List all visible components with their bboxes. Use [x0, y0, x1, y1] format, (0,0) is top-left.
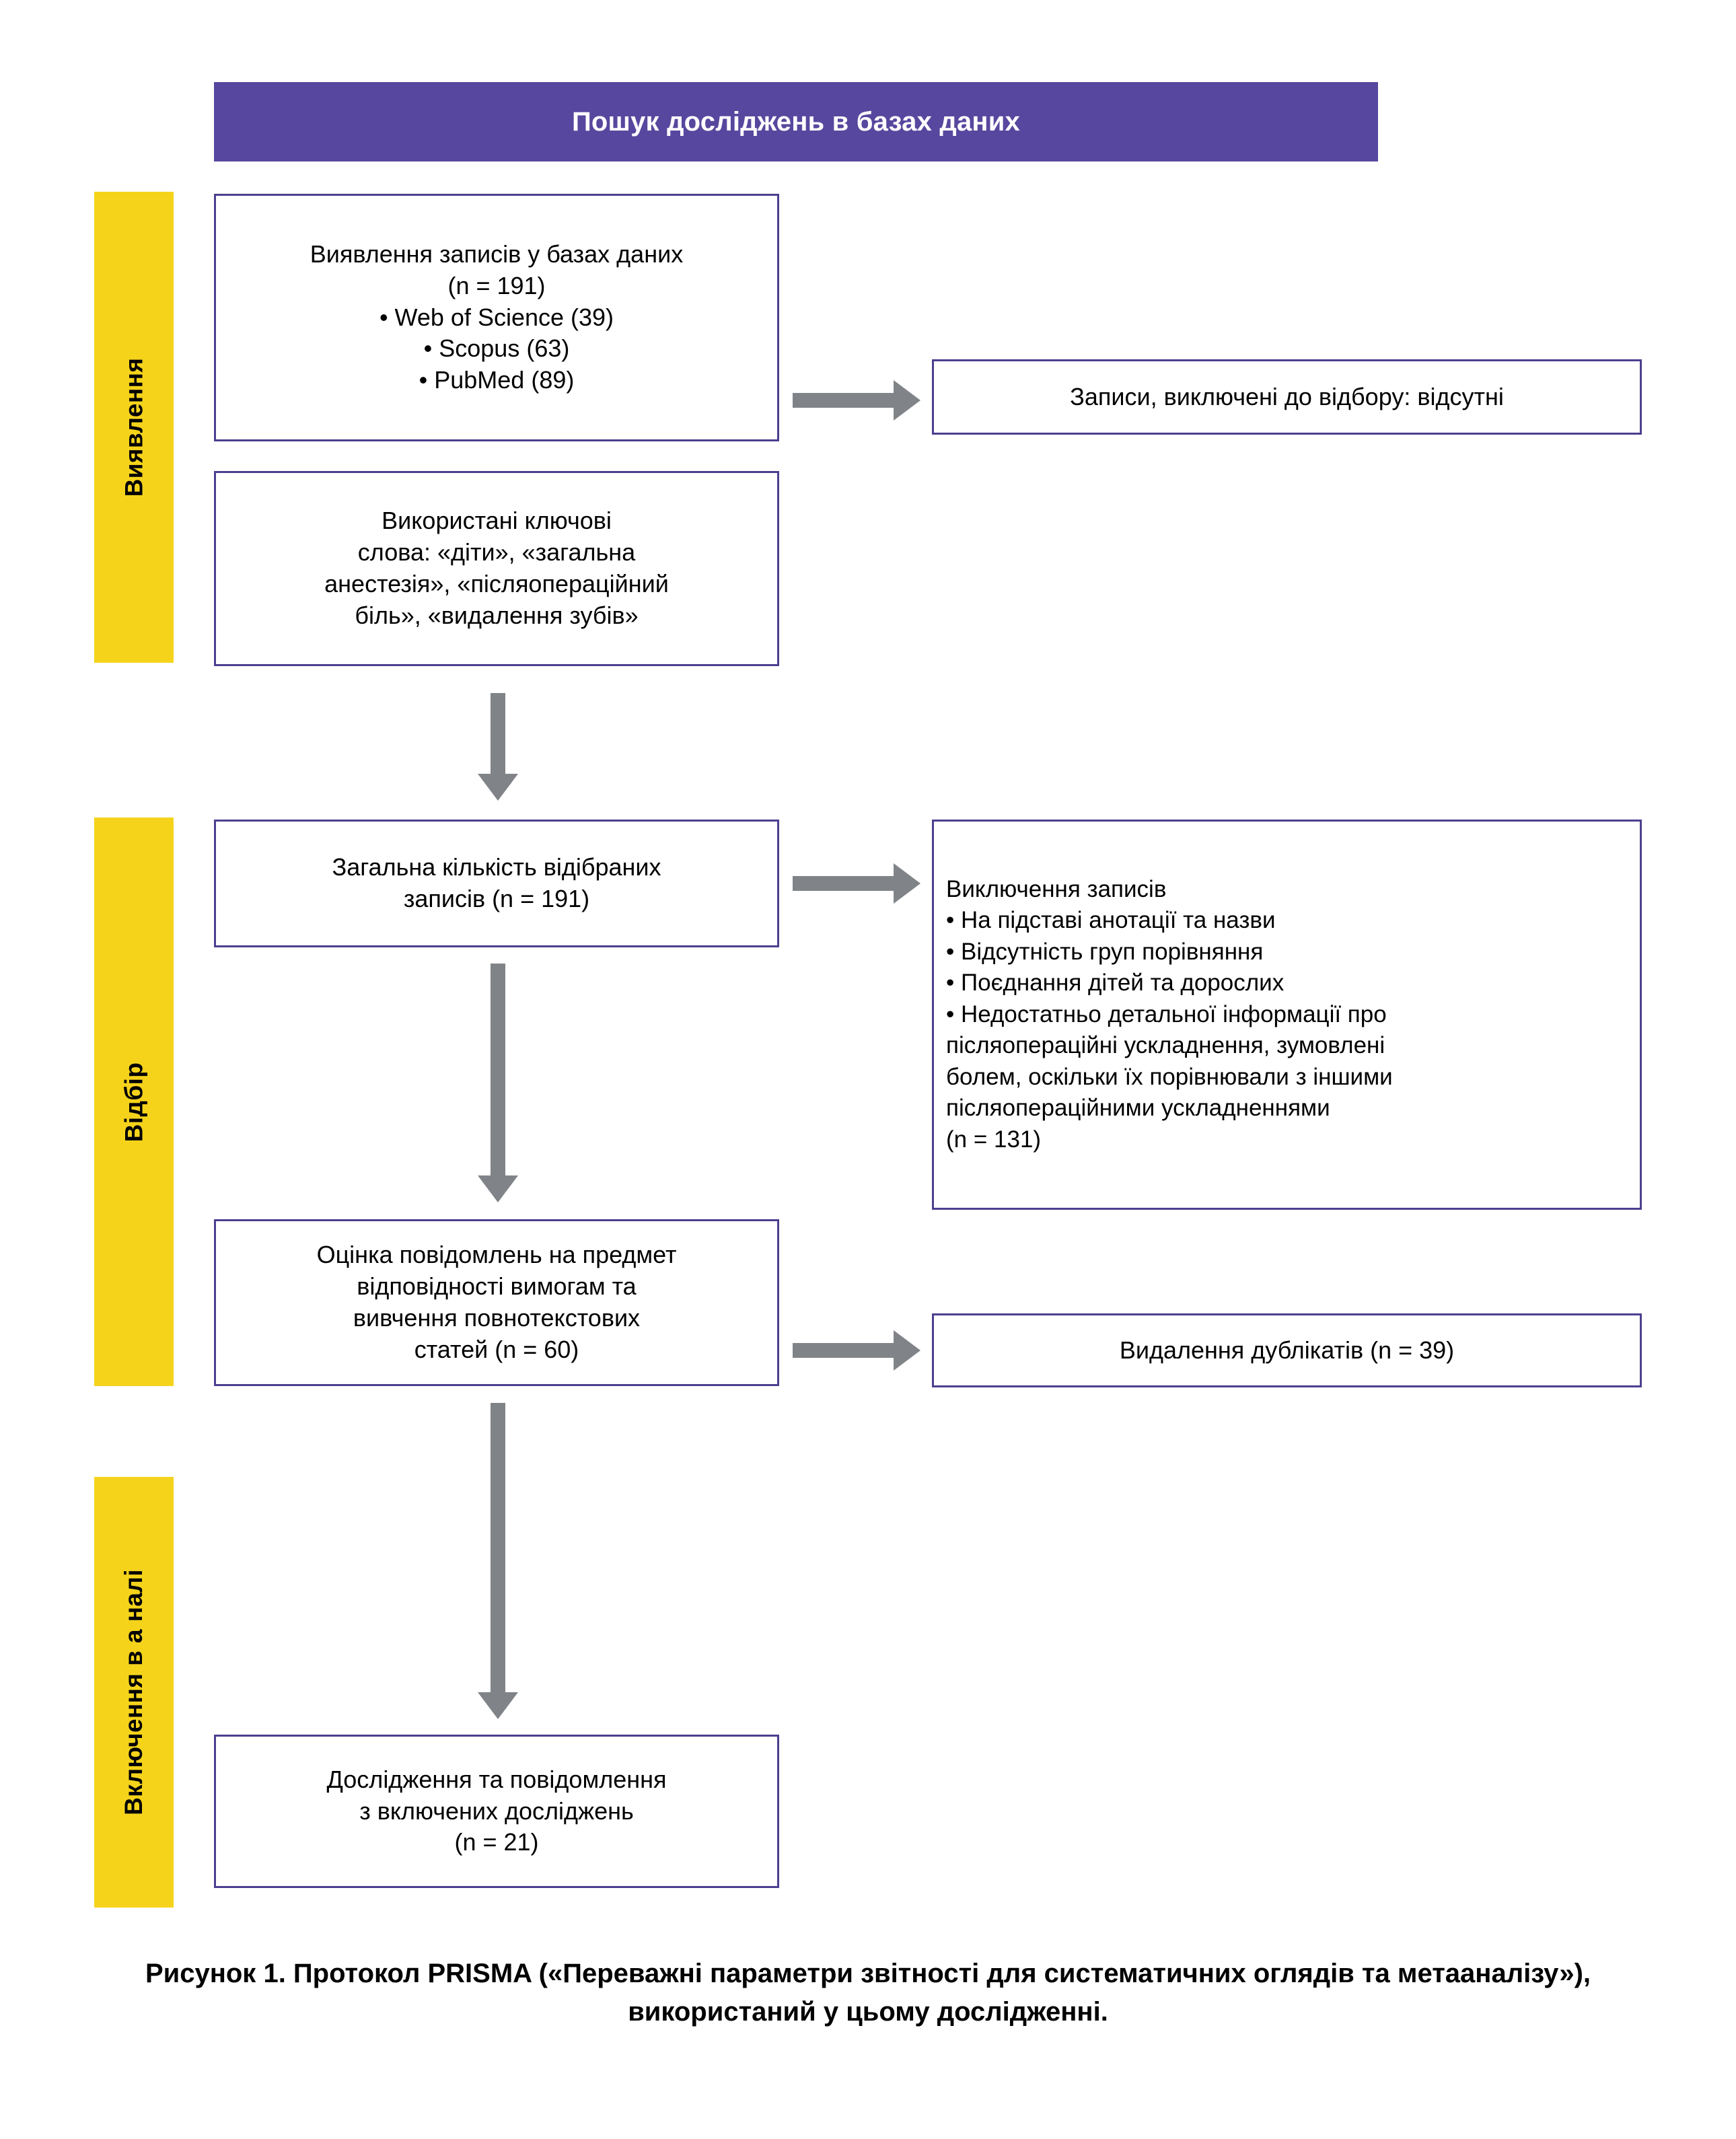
header-title: Пошук досліджень в базах даних: [571, 106, 1021, 137]
stage-bar-screening: Відбір: [94, 818, 174, 1386]
figure-caption-line1: Рисунок 1. Протокол PRISMA («Переважні п…: [145, 1959, 1390, 1988]
arrow-shaft: [793, 876, 894, 891]
arrow-shaft: [491, 1403, 505, 1692]
box-line: • Web of Science (39): [379, 303, 614, 331]
box-line: слова: «діти», «загальна: [357, 538, 636, 567]
box-line: анестезія», «післяопераційний: [324, 570, 669, 597]
box-line: Виключення записів: [946, 875, 1167, 902]
arrow-head: [478, 1175, 518, 1202]
box-line: з включених досліджень: [359, 1797, 634, 1825]
box-line: • Відсутність груп порівняння: [946, 938, 1264, 965]
arrow-head: [894, 1330, 920, 1371]
box-line: біль», «видалення зубів»: [355, 601, 639, 629]
box-line: Виявлення записів у базах даних: [310, 240, 684, 268]
box-line: (n = 131): [946, 1126, 1042, 1153]
box-records-screened: Загальна кількість відібраних записів (n…: [214, 820, 779, 947]
stage-label-screening: Відбір: [120, 1062, 147, 1142]
arrow-shaft: [491, 964, 505, 1175]
box-line: Використані ключові: [382, 507, 612, 535]
arrow-shaft: [793, 393, 894, 408]
box-line: післяопераційними ускладненнями: [946, 1095, 1330, 1122]
box-line: Оцінка повідомлень на предмет: [316, 1241, 677, 1269]
box-line: • Недостатньо детальної інформації про: [946, 1001, 1387, 1027]
arrow-down-icon: [474, 964, 521, 1202]
figure-caption: Рисунок 1. Протокол PRISMA («Переважні п…: [81, 1955, 1655, 2031]
arrow-shaft: [491, 693, 505, 774]
box-records-identified: Виявлення записів у базах даних (n = 191…: [214, 194, 779, 441]
box-keywords-used: Використані ключові слова: «діти», «зага…: [214, 471, 779, 666]
stage-bar-included: Включення в а налі: [94, 1477, 174, 1908]
arrow-right-icon: [793, 863, 920, 904]
box-line: відповідності вимогам та: [357, 1272, 637, 1301]
box-reports-assessed-for-eligibility: Оцінка повідомлень на предмет відповідно…: [214, 1219, 779, 1386]
arrow-head: [478, 774, 518, 801]
arrow-right-icon: [793, 1330, 920, 1371]
box-line: Записи, виключені до відбору: відсутні: [1070, 382, 1504, 410]
stage-label-included: Включення в а налі: [120, 1569, 147, 1815]
box-line: вивчення повнотекстових: [353, 1304, 641, 1332]
box-line: • PubMed (89): [419, 366, 575, 394]
box-line: Дослідження та повідомлення: [326, 1765, 667, 1793]
box-line: записів (n = 191): [403, 885, 590, 912]
box-line: • Поєднання дітей та дорослих: [946, 970, 1285, 996]
box-records-excluded-before-screening: Записи, виключені до відбору: відсутні: [932, 359, 1642, 435]
box-line: післяопераційні ускладнення, зумовлені: [946, 1032, 1385, 1059]
box-line: (n = 191): [447, 271, 546, 299]
arrow-head: [894, 380, 920, 421]
arrow-head: [478, 1692, 518, 1719]
box-studies-included: Дослідження та повідомлення з включених …: [214, 1735, 779, 1888]
header-banner: Пошук досліджень в базах даних: [214, 82, 1378, 161]
arrow-right-icon: [793, 380, 920, 421]
box-line: Загальна кількість відібраних: [332, 853, 661, 881]
arrow-head: [894, 863, 920, 904]
box-line: • На підставі анотації та назви: [946, 907, 1276, 934]
box-exclusion-reasons: Виключення записів • На підставі анотаці…: [932, 820, 1642, 1210]
stage-label-identification: Виявлення: [120, 357, 148, 497]
box-duplicates-removed: Видалення дублікатів (n = 39): [932, 1313, 1642, 1387]
arrow-down-icon: [474, 1403, 521, 1719]
arrow-shaft: [793, 1343, 894, 1358]
box-line: статей (n = 60): [414, 1335, 579, 1363]
box-line: (n = 21): [454, 1828, 539, 1856]
arrow-down-icon: [474, 693, 521, 801]
box-line: • Scopus (63): [423, 334, 570, 363]
box-line: болем, оскільки їх порівнювали з іншими: [946, 1063, 1393, 1090]
stage-bar-identification: Виявлення: [94, 192, 174, 663]
box-line: Видалення дублікатів (n = 39): [1119, 1336, 1455, 1364]
figure-caption-line2: метааналізу»), використаний у цьому досл…: [628, 1959, 1591, 2027]
